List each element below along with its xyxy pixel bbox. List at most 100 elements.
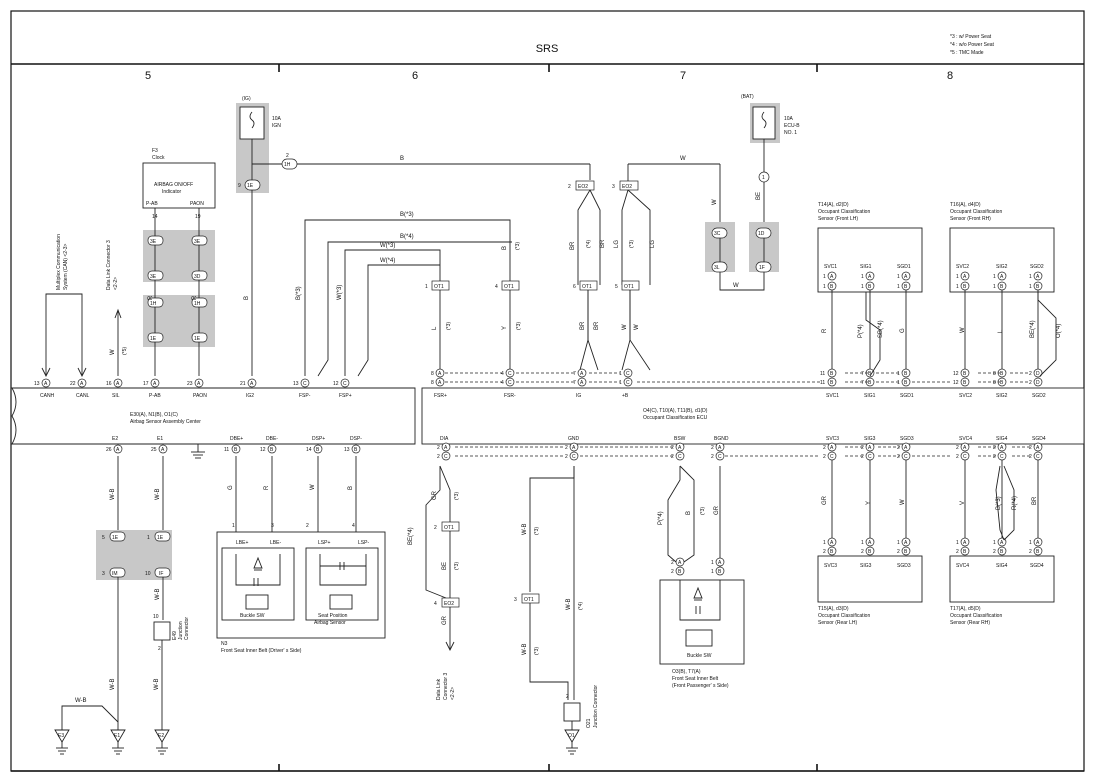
svg-text:LBE+: LBE+ [236, 540, 248, 546]
svg-text:B: B [868, 371, 872, 377]
svg-text:1: 1 [425, 284, 428, 290]
svg-text:B(*3): B(*3) [996, 496, 1002, 510]
svg-text:1H: 1H [150, 301, 157, 307]
svg-text:2: 2 [1029, 371, 1032, 377]
svg-text:T17(A), d5(D): T17(A), d5(D) [950, 606, 981, 612]
svg-text:1: 1 [1029, 284, 1032, 290]
svg-text:1: 1 [897, 540, 900, 546]
eo2-connector-2: EO2 2 [568, 180, 601, 285]
svg-text:A: A [572, 445, 576, 451]
occ-bot-pin-1: A2 [437, 442, 451, 452]
airbag-pin-paon: A23 [187, 378, 204, 388]
occ-bot-pin-1: A2 [956, 442, 970, 452]
svg-text:OT1: OT1 [524, 597, 534, 603]
svg-text:1: 1 [823, 274, 826, 280]
svg-text:1: 1 [993, 274, 996, 280]
bat-fuse: (BAT) 10A ECU-B NO. 1 1 [741, 94, 800, 228]
pass-pin-b: B2 [671, 566, 685, 576]
svg-text:1: 1 [861, 540, 864, 546]
svg-text:Occupant Classification: Occupant Classification [950, 613, 1002, 619]
sensor-bot-pin: A1 [823, 537, 837, 547]
occ-term-label: DIA [440, 436, 449, 442]
svg-text:B: B [963, 380, 967, 386]
airbag-pin-sil: A16 [106, 378, 123, 388]
svg-text:2: 2 [993, 549, 996, 555]
sensor-top-pin: B1 [993, 281, 1007, 291]
svg-text:IM: IM [112, 571, 118, 577]
svg-text:A: A [904, 445, 908, 451]
svg-text:A: A [153, 381, 157, 387]
clock-f3: F3 Clock AIRBAG ON/OFF Indicator P-AB PA… [142, 148, 216, 376]
svg-text:Indicator: Indicator [162, 189, 182, 195]
svg-text:5: 5 [615, 284, 618, 290]
svg-text:A: A [830, 445, 834, 451]
svg-text:Occupant Classification ECU: Occupant Classification ECU [643, 415, 708, 421]
svg-text:B: B [354, 447, 358, 453]
sensor-bot-pin: B2 [861, 546, 875, 556]
svg-text:2: 2 [158, 646, 161, 652]
svg-text:GR: GR [432, 490, 438, 500]
svg-text:T15(A), d3(D): T15(A), d3(D) [818, 606, 849, 612]
occ-top-pin-2: C4 [501, 377, 515, 387]
svg-text:3D: 3D [194, 274, 201, 280]
svg-text:Buckle SW: Buckle SW [687, 653, 712, 659]
svg-text:A: A [678, 445, 682, 451]
svg-text:W: W [960, 327, 966, 333]
sensor-front-lh: T14(A), d2(D) Occupant Classification Se… [817, 202, 923, 293]
sensor-front-rh: T16(A), d4(D) Occupant Classification Se… [949, 202, 1055, 293]
svg-text:GR: GR [714, 505, 720, 515]
svg-text:LSP-: LSP- [358, 540, 369, 546]
occ-bot-pin-1: A2 [823, 442, 837, 452]
pass-pin-a: A1 [711, 557, 725, 567]
driver-seat-belt-n3: N3 Front Seat Inner Belt (Driver' s Side… [216, 523, 386, 654]
svg-text:2: 2 [437, 445, 440, 451]
svg-text:A: A [1000, 274, 1004, 280]
svg-text:B: B [904, 284, 908, 290]
svg-text:Occupant Classification: Occupant Classification [818, 613, 870, 619]
svg-text:Sensor (Rear RH): Sensor (Rear RH) [950, 620, 990, 626]
svg-text:A: A [1036, 540, 1040, 546]
svg-text:B: B [868, 549, 872, 555]
svg-text:6: 6 [573, 284, 576, 290]
passenger-seat-belt: O3(B), T7(A) Front Seat Inner Belt (Fron… [659, 579, 745, 689]
occ-term-label: SVC2 [959, 393, 972, 399]
svg-text:C: C [508, 380, 512, 386]
svg-text:9: 9 [238, 183, 241, 189]
svg-text:W-B: W-B [522, 523, 528, 535]
svg-text:B(*3): B(*3) [296, 286, 302, 300]
occupant-top-terminals: A8A8FSR+C4C4FSR-A7A7IGC1C1+BB11B11SVC1B7… [431, 368, 1046, 399]
sensor-top-pin: A1 [897, 271, 911, 281]
svg-text:BE(*4): BE(*4) [408, 527, 414, 545]
svg-text:B: B [1036, 284, 1040, 290]
svg-text:26: 26 [106, 447, 112, 453]
svg-text:BR: BR [570, 241, 576, 250]
svg-text:7: 7 [573, 371, 576, 377]
svg-text:SGD3: SGD3 [897, 563, 911, 569]
svg-text:(*3): (*3) [534, 647, 540, 655]
svg-text:O1: O1 [568, 733, 575, 739]
svg-text:R(*4): R(*4) [1012, 496, 1018, 510]
svg-text:A: A [44, 381, 48, 387]
svg-text:(*3): (*3) [446, 322, 452, 330]
svg-text:Y: Y [502, 326, 508, 330]
svg-text:(*5): (*5) [122, 347, 128, 355]
svg-text:C: C [1000, 454, 1004, 460]
airbag-term-label: PAON [193, 393, 207, 399]
svg-text:3E: 3E [150, 239, 157, 245]
svg-text:SIG1: SIG1 [860, 264, 872, 270]
svg-text:1: 1 [956, 284, 959, 290]
svg-text:4: 4 [495, 284, 498, 290]
svg-text:2: 2 [306, 523, 309, 529]
airbag-pin-dsp-: B13 [344, 444, 361, 454]
svg-text:(*3): (*3) [629, 240, 635, 248]
svg-text:11: 11 [820, 371, 825, 377]
svg-text:10A: 10A [272, 116, 282, 122]
svg-text:(IG): (IG) [242, 96, 251, 102]
svg-text:B: B [1000, 284, 1004, 290]
ground-e1-icon: E1 [110, 729, 126, 755]
svg-text:GR: GR [442, 615, 448, 625]
